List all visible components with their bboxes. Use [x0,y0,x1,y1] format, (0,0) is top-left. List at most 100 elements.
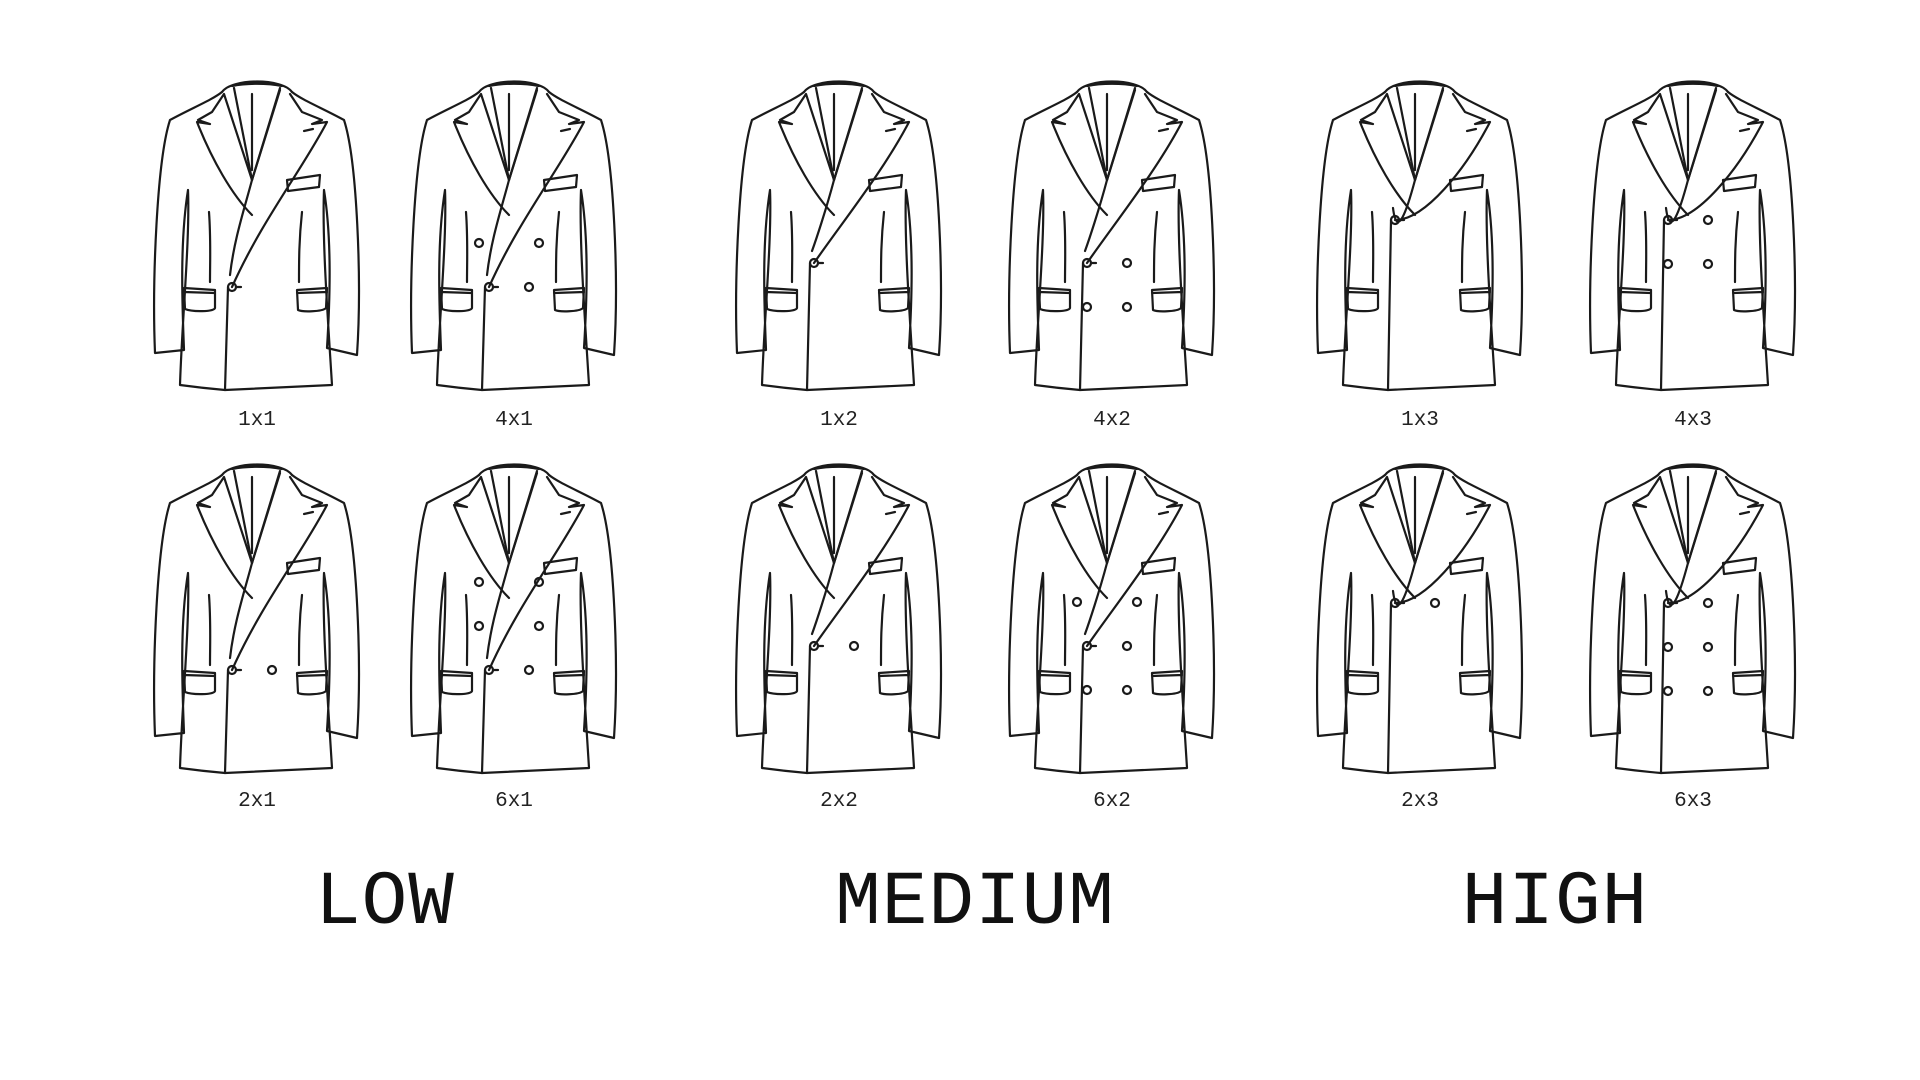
button [1121,640,1133,652]
lapel-buttonhole [1465,127,1478,133]
collar [802,463,876,477]
collar [1656,80,1730,94]
button [473,576,485,588]
hip-pocket-right [1458,286,1492,313]
group-title-high: HIGH [1461,860,1649,946]
jacket-body [1316,90,1524,392]
collar [220,463,294,477]
lapel-buttonhole [559,127,572,133]
button [523,281,535,293]
collar [1383,80,1457,94]
lapel-right [228,471,329,672]
button [473,620,485,632]
front-edge [1386,601,1393,775]
front-edge [805,644,812,775]
hip-pocket-right [295,286,329,313]
button [266,664,278,676]
lapel-buttonhole [302,510,315,516]
darts [1370,210,1467,284]
button [848,640,860,652]
jacket-illustration [1588,463,1798,775]
darts [789,593,886,667]
button [1131,596,1143,608]
collar [1075,80,1149,94]
front-edge [1659,601,1666,775]
jacket-illustration [1315,463,1525,775]
darts [1370,593,1467,667]
button [523,664,535,676]
jacket-illustration [152,80,362,392]
breast-pocket [867,556,904,576]
button [1081,684,1093,696]
jacket-label: 4x2 [1093,409,1131,432]
hip-pocket-right [1150,669,1184,696]
lapel-left [777,475,836,600]
jacket-body [735,90,943,392]
hip-pocket-right [552,286,586,313]
front-edge [480,285,487,392]
hip-pocket-left [1037,669,1072,696]
lapel-left [1050,92,1109,217]
jacket-illustration [1315,80,1525,392]
hip-pocket-left [1618,286,1653,313]
jacket-label: 6x1 [495,790,533,813]
hip-pocket-left [764,669,799,696]
jacket-illustration [1007,463,1217,775]
jacket-body [1316,473,1524,775]
jacket-body [153,90,361,392]
collar [477,80,551,94]
jacket-label: 6x2 [1093,790,1131,813]
collar [1656,463,1730,477]
button [1662,641,1674,653]
lapel-left [452,92,511,217]
front-edge [1078,261,1085,392]
jacket-illustration [734,463,944,775]
button [1702,641,1714,653]
button [1121,684,1133,696]
group-title-medium: MEDIUM [835,860,1115,946]
hip-pocket-left [439,669,474,696]
lapel-right [1083,88,1184,265]
breast-pocket [1721,173,1758,193]
darts [1062,593,1159,667]
front-edge [1386,218,1393,392]
jacket-label: 2x2 [820,790,858,813]
button [1121,257,1133,269]
breast-pocket [867,173,904,193]
jacket-label: 1x2 [820,409,858,432]
button [1702,258,1714,270]
breast-pocket [542,556,579,576]
button [1429,597,1441,609]
jacket-body [735,473,943,775]
lapel-left [1631,475,1690,600]
hip-pocket-right [552,669,586,696]
lapel-right [810,471,911,648]
lapel-left [452,475,511,600]
breast-pocket [1448,556,1485,576]
hip-pocket-left [1037,286,1072,313]
hip-pocket-left [439,286,474,313]
lapel-buttonhole [1738,510,1751,516]
hip-pocket-right [295,669,329,696]
lapel-left [1358,92,1417,217]
lapel-buttonhole [1157,510,1170,516]
lapel-buttonhole [302,127,315,133]
hip-pocket-left [1345,286,1380,313]
jacket-body [1008,473,1216,775]
collar [1383,463,1457,477]
front-edge [480,668,487,775]
lapel-left [777,92,836,217]
jacket-body [410,473,618,775]
lapel-right [1083,471,1184,648]
button [533,576,545,588]
front-edge [223,285,230,392]
jacket-label: 1x1 [238,409,276,432]
hip-pocket-right [1731,669,1765,696]
darts [1643,210,1740,284]
button [533,237,545,249]
button [473,237,485,249]
breast-pocket [1140,556,1177,576]
jacket-illustration [409,80,619,392]
lapel-buttonhole [1157,127,1170,133]
breast-pocket [285,556,322,576]
